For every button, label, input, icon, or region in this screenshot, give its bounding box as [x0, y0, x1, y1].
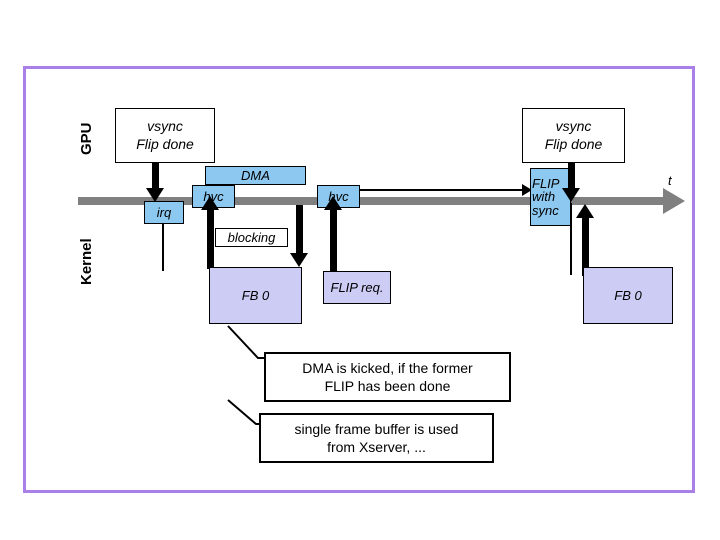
timeline-arrowhead-icon — [663, 188, 685, 214]
vsync-flip-done-box-right: vsync Flip done — [522, 108, 625, 163]
flip-request-box: FLIP req. — [323, 271, 391, 304]
vsync-right-line1: vsync — [555, 118, 592, 134]
framebuffer-box-right: FB 0 — [583, 267, 673, 324]
timeline-axis — [78, 197, 678, 205]
callout-note-1: DMA is kicked, if the former FLIP has be… — [264, 352, 511, 402]
lifeline-flip-right — [570, 203, 572, 275]
event-box-irq: irq — [144, 201, 184, 224]
label-box-blocking: blocking — [215, 228, 288, 247]
flip-with-sync-line1: FLIP — [532, 175, 560, 191]
vsync-left-line1: vsync — [147, 118, 183, 134]
callout-note-1-line1: DMA is kicked, if the former — [302, 359, 473, 376]
callout-note-1-line2: FLIP has been done — [324, 378, 451, 394]
callout-note-2: single frame buffer is used from Xserver… — [259, 413, 494, 463]
slide-border — [23, 66, 695, 493]
callout-note-2-line2: from Xserver, ... — [327, 439, 426, 455]
connector-hvc-to-flip — [360, 189, 526, 191]
event-box-dma: DMA — [205, 166, 306, 185]
flip-with-sync-line2: with — [532, 189, 556, 205]
framebuffer-box-left: FB 0 — [209, 267, 302, 324]
connector-arrowhead-icon — [522, 184, 532, 196]
flip-with-sync-line3: sync — [532, 202, 559, 218]
lifeline-irq — [162, 224, 164, 271]
axis-label-t: t — [668, 173, 672, 188]
vsync-flip-done-box-left: vsync Flip done — [115, 108, 215, 163]
vsync-right-line2: Flip done — [544, 135, 603, 152]
callout-note-2-line1: single frame buffer is used — [294, 420, 459, 437]
vsync-left-line2: Flip done — [136, 135, 194, 152]
